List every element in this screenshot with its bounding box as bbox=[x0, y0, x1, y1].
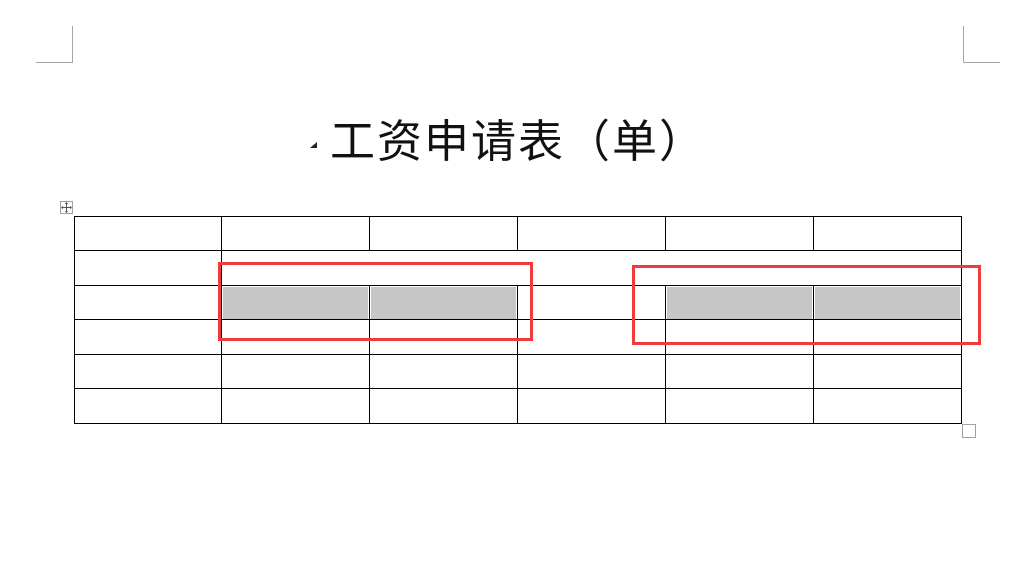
table-cell[interactable] bbox=[813, 354, 962, 389]
table-row bbox=[74, 250, 962, 286]
salary-application-table bbox=[74, 216, 962, 424]
table-cell[interactable] bbox=[369, 319, 518, 355]
table-row bbox=[74, 319, 962, 355]
table-cell[interactable] bbox=[517, 319, 666, 355]
table-cell[interactable] bbox=[369, 354, 518, 389]
table-cell[interactable] bbox=[74, 388, 222, 424]
table-cell[interactable] bbox=[517, 354, 666, 389]
shaded-table-cell[interactable] bbox=[221, 285, 370, 320]
table-cell[interactable] bbox=[665, 388, 814, 424]
table-cell[interactable] bbox=[74, 319, 222, 355]
table-cell[interactable] bbox=[74, 216, 222, 251]
table-cell[interactable] bbox=[665, 319, 814, 355]
table-cell[interactable] bbox=[665, 216, 814, 251]
document-title[interactable]: 工资申请表（单） bbox=[330, 114, 707, 168]
page-corner-mark-top-left bbox=[36, 26, 73, 63]
table-row bbox=[74, 354, 962, 389]
move-arrows-icon bbox=[61, 202, 72, 213]
merged-table-cell[interactable] bbox=[221, 250, 962, 286]
shaded-table-cell[interactable] bbox=[813, 285, 962, 320]
table-cell[interactable] bbox=[369, 388, 518, 424]
table-resize-handle[interactable] bbox=[962, 424, 976, 438]
table-cell[interactable] bbox=[813, 216, 962, 251]
shaded-table-cell[interactable] bbox=[369, 285, 518, 320]
paragraph-anchor-triangle-icon bbox=[310, 142, 317, 148]
table-cell[interactable] bbox=[665, 354, 814, 389]
table-cell[interactable] bbox=[221, 354, 370, 389]
title-paragraph[interactable]: 工资申请表（单） bbox=[310, 110, 706, 172]
table-cell[interactable] bbox=[221, 216, 370, 251]
page-corner-mark-top-right bbox=[963, 26, 1000, 63]
table-move-handle[interactable] bbox=[60, 201, 73, 214]
table-row bbox=[74, 216, 962, 251]
table-cell[interactable] bbox=[813, 388, 962, 424]
table-cell[interactable] bbox=[74, 354, 222, 389]
table-cell[interactable] bbox=[74, 250, 222, 286]
table-cell[interactable] bbox=[813, 319, 962, 355]
table-cell[interactable] bbox=[517, 285, 666, 320]
table-cell[interactable] bbox=[517, 388, 666, 424]
shaded-table-cell[interactable] bbox=[665, 285, 814, 320]
table-row bbox=[74, 285, 962, 320]
table-cell[interactable] bbox=[221, 388, 370, 424]
table-cell[interactable] bbox=[221, 319, 370, 355]
table-cell[interactable] bbox=[74, 285, 222, 320]
table-cell[interactable] bbox=[517, 216, 666, 251]
table-cell[interactable] bbox=[369, 216, 518, 251]
table-row bbox=[74, 388, 962, 424]
